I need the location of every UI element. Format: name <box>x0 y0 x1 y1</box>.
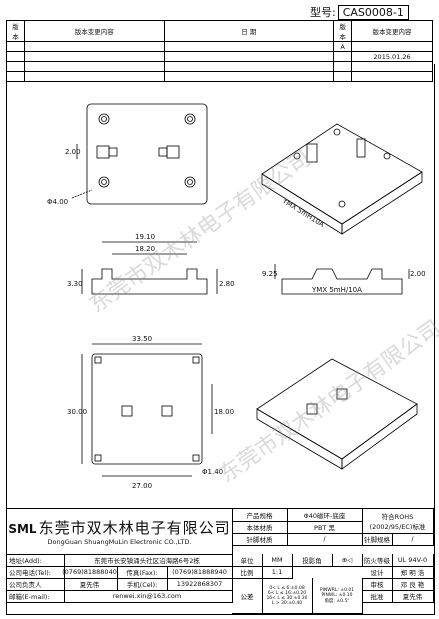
pin-value: / <box>392 533 434 546</box>
rohs-text: 符合ROHS <box>381 513 414 521</box>
check-label: 审核 <box>362 578 393 591</box>
product-name-value: Φ40磁环-底座 <box>287 509 363 522</box>
rev-col-content: 版本变更内容 <box>23 20 165 42</box>
fax-value: (0769)81888940 <box>167 566 233 579</box>
company-logo: SML <box>8 522 37 536</box>
revision-row <box>6 71 433 82</box>
check-value: 邓 良 艳 <box>392 578 434 591</box>
rev-col-date: 日 期 <box>163 20 335 42</box>
scale-value: 1:1 <box>262 566 293 579</box>
dim-9-25: 9.25 <box>262 270 278 278</box>
model-value: CAS0008-1 <box>337 5 409 20</box>
projection-label: 投影角 <box>292 554 333 567</box>
approve-label: 批准 <box>362 590 393 603</box>
model-number: 型号:CAS0008-1 <box>310 4 409 20</box>
drawing-area: 2.00 Φ4.00 19.10 18.20 3.30 2.80 9.25 2.… <box>6 64 439 509</box>
mobile-value: 13922868307 <box>167 578 233 591</box>
dim-2-80: 2.80 <box>219 280 235 288</box>
tolerance-label: 公差 <box>232 578 263 614</box>
company-block: SML 东莞市双木林电子有限公司 DongGuan ShuangMuLin El… <box>7 509 233 555</box>
fax-label: 传真(Fax): <box>117 566 168 579</box>
model-label: 型号: <box>310 6 336 19</box>
rohs-block: 符合ROHS (2002/95/EC)标准 <box>362 509 434 534</box>
projection-icon: ⊕◁ <box>332 554 363 567</box>
design-label: 设计 <box>362 566 393 579</box>
marking-top: YMX 5mH10A <box>280 196 326 229</box>
dim-3-30: 3.30 <box>67 280 83 288</box>
scale-label: 比例 <box>232 566 263 579</box>
revision-row: 2015.01.26 <box>6 51 433 62</box>
address-label: 地址(Add): <box>7 554 65 567</box>
special-value: / <box>287 533 363 546</box>
mobile-label: 手机(Cel): <box>117 578 168 591</box>
special-label: 针脚材质 <box>232 533 288 546</box>
tel-label: 公司电话(Tel): <box>7 566 65 579</box>
dim-phi-4-00: Φ4.00 <box>47 198 68 206</box>
rohs-std: (2002/95/EC)标准 <box>369 523 426 531</box>
design-value: 郑 明 浩 <box>392 566 434 579</box>
unit-label: 单位 <box>232 554 263 567</box>
dim-27-00: 27.00 <box>132 482 152 490</box>
flame-value: UL 94V-0 <box>392 554 434 567</box>
revision-row: A <box>6 41 433 52</box>
contact-label: 公司负责人 <box>7 578 65 591</box>
rev-col-content-2: 版本变更内容 <box>351 20 433 42</box>
dim-2-00b: 2.00 <box>410 270 426 278</box>
rev-col-version: 版本 <box>6 20 25 42</box>
product-name-label: 产品规格 <box>232 509 288 522</box>
contact-value: 夏先伟 <box>62 578 118 591</box>
dim-33-50: 33.50 <box>132 335 152 343</box>
rev-col-version-2: 版本 <box>333 20 353 42</box>
pin-label: 针脚规格 <box>362 533 393 546</box>
revision-header-row: 版本 版本变更内容 日 期 版本 版本变更内容 <box>6 20 433 42</box>
material-value: PBT 黑 <box>287 521 363 534</box>
flame-label: 防火等级 <box>362 554 393 567</box>
revision-table: 版本 版本变更内容 日 期 版本 版本变更内容 A 2015.01.26 <box>6 20 433 82</box>
unit-value: MM <box>262 554 293 567</box>
address-value: 东莞市长安镇涌头社区沿海路6号2栋 <box>62 554 233 567</box>
dim-2-00: 2.00 <box>65 148 81 156</box>
tel-value: (0769)81888040 <box>62 566 118 579</box>
technical-drawing: 2.00 Φ4.00 19.10 18.20 3.30 2.80 9.25 2.… <box>47 103 426 490</box>
dim-19-10: 19.10 <box>135 233 155 241</box>
dim-18-20: 18.20 <box>135 245 155 253</box>
approve-value: 夏先伟 <box>392 590 434 603</box>
dim-18-00: 18.00 <box>214 408 234 416</box>
company-name-cn: 东莞市双木林电子有限公司 <box>38 519 231 537</box>
company-name-en: DongGuan ShuangMuLin Electronic CO.,LTD. <box>47 538 192 546</box>
email-value: renwei.xin@163.com <box>62 590 233 603</box>
marking-side: YMX 5mH/10A <box>311 286 362 294</box>
dim-phi-1-40: Φ1.40 <box>202 468 223 476</box>
title-block: SML 东莞市双木林电子有限公司 DongGuan ShuangMuLin El… <box>6 508 435 615</box>
dim-30-00: 30.00 <box>67 408 87 416</box>
email-label: 邮箱(E-mail): <box>7 590 65 603</box>
material-label: 本体材质 <box>232 521 288 534</box>
